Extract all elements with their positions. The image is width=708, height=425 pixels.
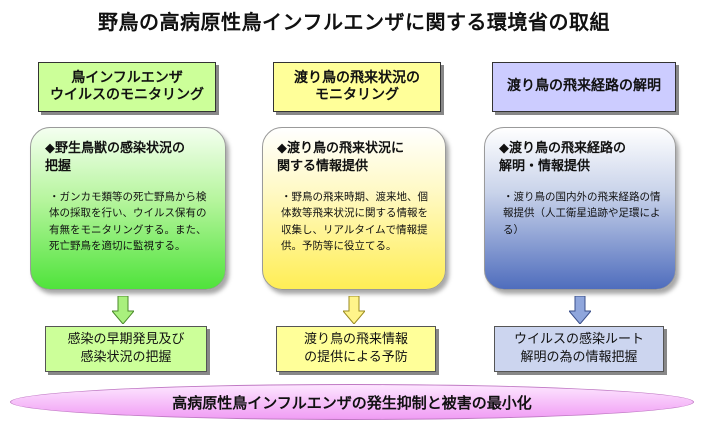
header-migratory-monitoring: 渡り鳥の飛来状況の モニタリング [273, 62, 441, 112]
result-label: 感染の早期発見及び 感染状況の把握 [67, 332, 185, 365]
header-label: 鳥インフルエンザ ウイルスのモニタリング [50, 69, 204, 104]
header-label: 渡り鳥の飛来経路の解明 [507, 78, 661, 95]
card-migration-route: ◆渡り鳥の飛来経路の 解明・情報提供 ・渡り鳥の国内外の飛来経路の情報提供（人工… [484, 127, 676, 290]
card-body: ・野鳥の飛来時期、渡来地、個体数等飛来状況に関する情報を収集し、リアルタイムで情… [281, 191, 428, 252]
card-migratory-info: ◆渡り鳥の飛来状況に 関する情報提供 ・野鳥の飛来時期、渡来地、個体数等飛来状況… [262, 127, 446, 290]
result-infection-route: ウイルスの感染ルート 解明の為の情報把握 [494, 326, 664, 372]
result-label: ウイルスの感染ルート 解明の為の情報把握 [513, 332, 644, 365]
card-body: ・ガンカモ類等の死亡野鳥から検体の採取を行い、ウイルス保有の有無をモニタリングす… [49, 191, 207, 252]
goal-label: 高病原性鳥インフルエンザの発生抑制と被害の最小化 [172, 393, 532, 412]
card-title: ◆渡り鳥の飛来経路の 解明・情報提供 [499, 141, 626, 174]
result-prevention: 渡り鳥の飛来情報 の提供による予防 [276, 326, 436, 372]
card-title: ◆野生鳥獣の感染状況の 把握 [45, 141, 185, 174]
result-early-detection: 感染の早期発見及び 感染状況の把握 [45, 326, 207, 372]
card-title: ◆渡り鳥の飛来状況に 関する情報提供 [277, 141, 404, 174]
card-wild-bird-infection: ◆野生鳥獣の感染状況の 把握 ・ガンカモ類等の死亡野鳥から検体の採取を行い、ウイ… [30, 127, 226, 290]
down-arrow-icon [112, 296, 134, 324]
page-title: 野鳥の高病原性鳥インフルエンザに関する環境省の取組 [98, 10, 610, 34]
down-arrow-icon [343, 296, 365, 324]
card-body: ・渡り鳥の国内外の飛来経路の情報提供（人工衛星追跡や足環による） [503, 191, 661, 236]
header-label: 渡り鳥の飛来状況の モニタリング [294, 69, 420, 104]
result-label: 渡り鳥の飛来情報 の提供による予防 [303, 332, 408, 365]
header-virus-monitoring: 鳥インフルエンザ ウイルスのモニタリング [38, 62, 216, 112]
goal-banner: 高病原性鳥インフルエンザの発生抑制と被害の最小化 [10, 384, 694, 420]
down-arrow-icon [569, 296, 591, 324]
header-migration-route: 渡り鳥の飛来経路の解明 [492, 62, 676, 112]
